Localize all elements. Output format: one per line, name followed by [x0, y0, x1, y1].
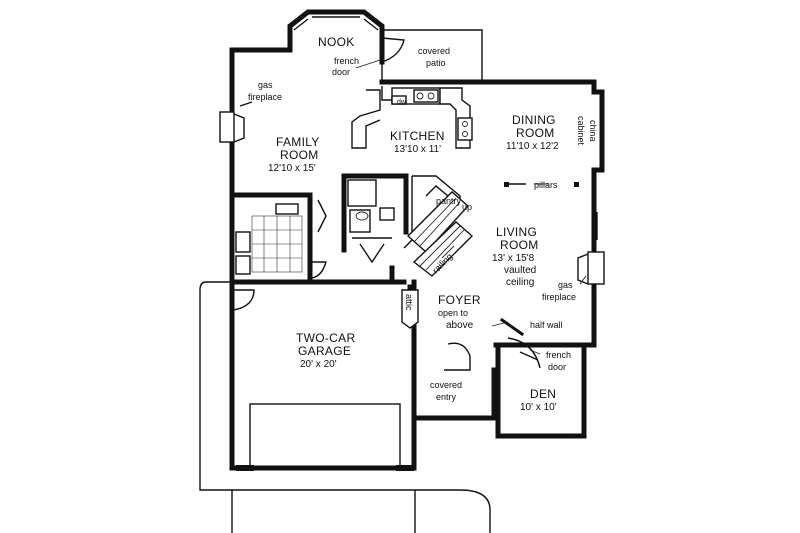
kitchen-counters [351, 86, 473, 149]
half-bath [347, 179, 395, 264]
label-half-wall: half wall [530, 320, 563, 330]
label-dw: dw [397, 99, 407, 106]
label-china-cabinet-2: cabinet [576, 116, 586, 146]
label-garage-1: TWO-CAR [296, 331, 355, 345]
staircase [403, 191, 474, 277]
label-living-note-1: vaulted [504, 265, 536, 276]
label-gas-fireplace-left-1: gas [258, 80, 273, 90]
label-kitchen: KITCHEN [390, 129, 445, 143]
label-living-size: 13' x 15'8 [492, 253, 535, 264]
label-covered-entry-2: entry [436, 392, 457, 402]
label-foyer: FOYER [438, 293, 481, 307]
laundry-tile-floor [235, 199, 327, 279]
den-french-door [507, 337, 541, 369]
label-dining-2: ROOM [516, 126, 555, 140]
covered-patio-outline [382, 29, 483, 82]
fireplace-left [219, 101, 253, 143]
label-dining-1: DINING [512, 113, 556, 127]
label-covered-patio-1: covered [418, 46, 450, 56]
label-pillars: pillars [534, 180, 558, 190]
label-nook: NOOK [318, 35, 355, 49]
interior-walls [229, 173, 587, 348]
label-pantry: pantry [436, 196, 462, 206]
label-living-1: LIVING [496, 225, 537, 239]
label-family-1: FAMILY [276, 135, 320, 149]
garage-door [236, 403, 414, 471]
label-garage-2: GARAGE [298, 344, 351, 358]
leader-lines [355, 59, 587, 355]
label-gas-fireplace-right-2: fireplace [542, 292, 576, 302]
living-windows [594, 212, 598, 330]
fireplace-right [577, 251, 605, 285]
driveway-outline [199, 281, 491, 533]
attic-access [401, 289, 419, 329]
label-french-door-top-2: door [332, 67, 350, 77]
label-french-door-top-1: french [334, 56, 359, 66]
label-gas-fireplace-right-1: gas [558, 280, 573, 290]
label-dining-size: 11'10 x 12'2 [506, 141, 559, 152]
label-french-door-den-1: french [546, 350, 571, 360]
label-den: DEN [530, 387, 556, 401]
half-wall [499, 317, 525, 337]
nook-windows [232, 12, 379, 80]
label-den-size: 10' x 10' [520, 402, 557, 413]
label-up: up [462, 202, 472, 212]
label-living-note-2: ceiling [506, 277, 534, 288]
label-foyer-note-2: above [446, 320, 474, 331]
label-china-cabinet-1: china [588, 120, 598, 142]
label-attic: attic [404, 294, 414, 311]
garage-entry-door [232, 289, 255, 311]
pillars [504, 182, 579, 187]
label-garage-size: 20' x 20' [300, 359, 337, 370]
label-kitchen-size: 13'10 x 11' [394, 144, 441, 155]
label-family-size: 12'10 x 15' [268, 163, 316, 174]
label-covered-entry-1: covered [430, 380, 462, 390]
nook-french-door [381, 37, 405, 82]
label-gas-fireplace-left-2: fireplace [248, 92, 282, 102]
label-family-2: ROOM [280, 148, 319, 162]
label-french-door-den-2: door [548, 362, 566, 372]
label-foyer-note-1: open to [438, 308, 468, 318]
front-door [444, 342, 471, 371]
label-covered-patio-2: patio [426, 58, 446, 68]
label-living-2: ROOM [500, 238, 539, 252]
